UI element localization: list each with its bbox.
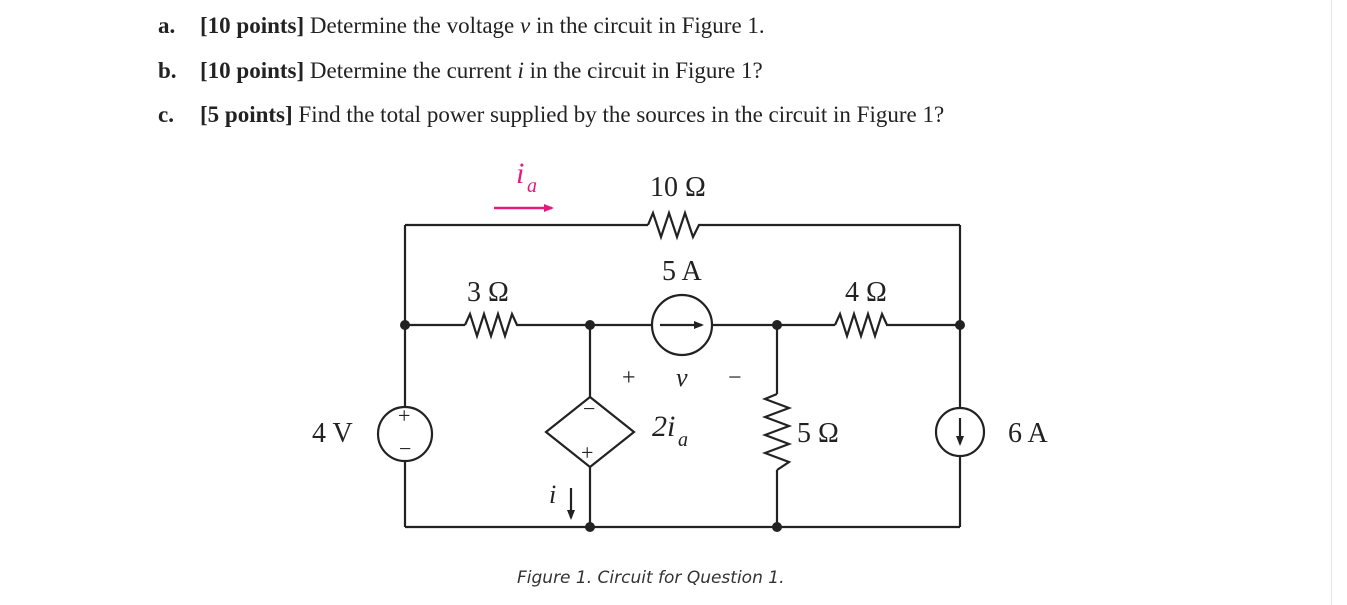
question-a: a. [10 points] Determine the voltage v in… (158, 13, 765, 39)
circuit-nodes (400, 320, 965, 532)
cs-right-label: 6 A (1008, 418, 1048, 449)
i-label: i (549, 480, 556, 509)
voltage-source-4v (376, 405, 434, 463)
cs-top-label: 5 A (662, 256, 702, 287)
dep-plus-sign: + (581, 440, 593, 465)
resistor-10-ohm (646, 209, 704, 241)
question-text: Determine the current (304, 58, 518, 83)
vs-plus-sign: + (398, 403, 410, 428)
resistor-5-ohm (761, 392, 793, 471)
r-top-label: 10 Ω (650, 172, 706, 203)
question-text-end: in the circuit in Figure 1? (523, 58, 763, 83)
r-left-label: 3 Ω (467, 277, 509, 308)
v-label: v (676, 363, 688, 392)
question-variable: i (517, 58, 524, 83)
question-text-end: in the circuit in Figure 1. (530, 13, 765, 38)
question-c: c. [5 points] Find the total power suppli… (158, 102, 944, 128)
question-b: b. [10 points] Determine the current i in… (158, 58, 763, 84)
question-text: Find the total power supplied by the sou… (292, 102, 945, 127)
figure-caption: Figure 1. Circuit for Question 1. (517, 568, 785, 588)
question-letter: a. (158, 13, 176, 38)
v-minus-sign: − (728, 365, 742, 391)
dep-label: 2i (652, 410, 675, 443)
v-plus-sign: + (622, 365, 636, 391)
question-letter: c. (158, 102, 174, 127)
vertical-scrollbar[interactable] (1331, 0, 1347, 605)
current-source-5a (650, 293, 714, 357)
dep-minus-sign: − (583, 396, 595, 421)
question-points: [5 points] (200, 102, 293, 127)
vs-minus-sign: − (399, 436, 411, 461)
dep-subscript: a (678, 429, 688, 451)
r-mid-label: 5 Ω (797, 418, 839, 449)
ia-subscript: a (527, 175, 537, 197)
current-source-6a (934, 406, 986, 458)
r-right-label: 4 Ω (845, 277, 887, 308)
question-points: [10 points] (200, 58, 305, 83)
question-text: Determine the voltage (304, 13, 521, 38)
question-letter: b. (158, 58, 177, 83)
circuit-wires (403, 209, 962, 529)
question-variable: v (520, 13, 531, 38)
ia-label: i (516, 157, 524, 190)
resistor-4-ohm (833, 310, 892, 340)
vs-left-label: 4 V (312, 418, 353, 449)
resistor-3-ohm (463, 310, 522, 340)
question-points: [10 points] (200, 13, 305, 38)
dependent-voltage-source (544, 395, 636, 469)
